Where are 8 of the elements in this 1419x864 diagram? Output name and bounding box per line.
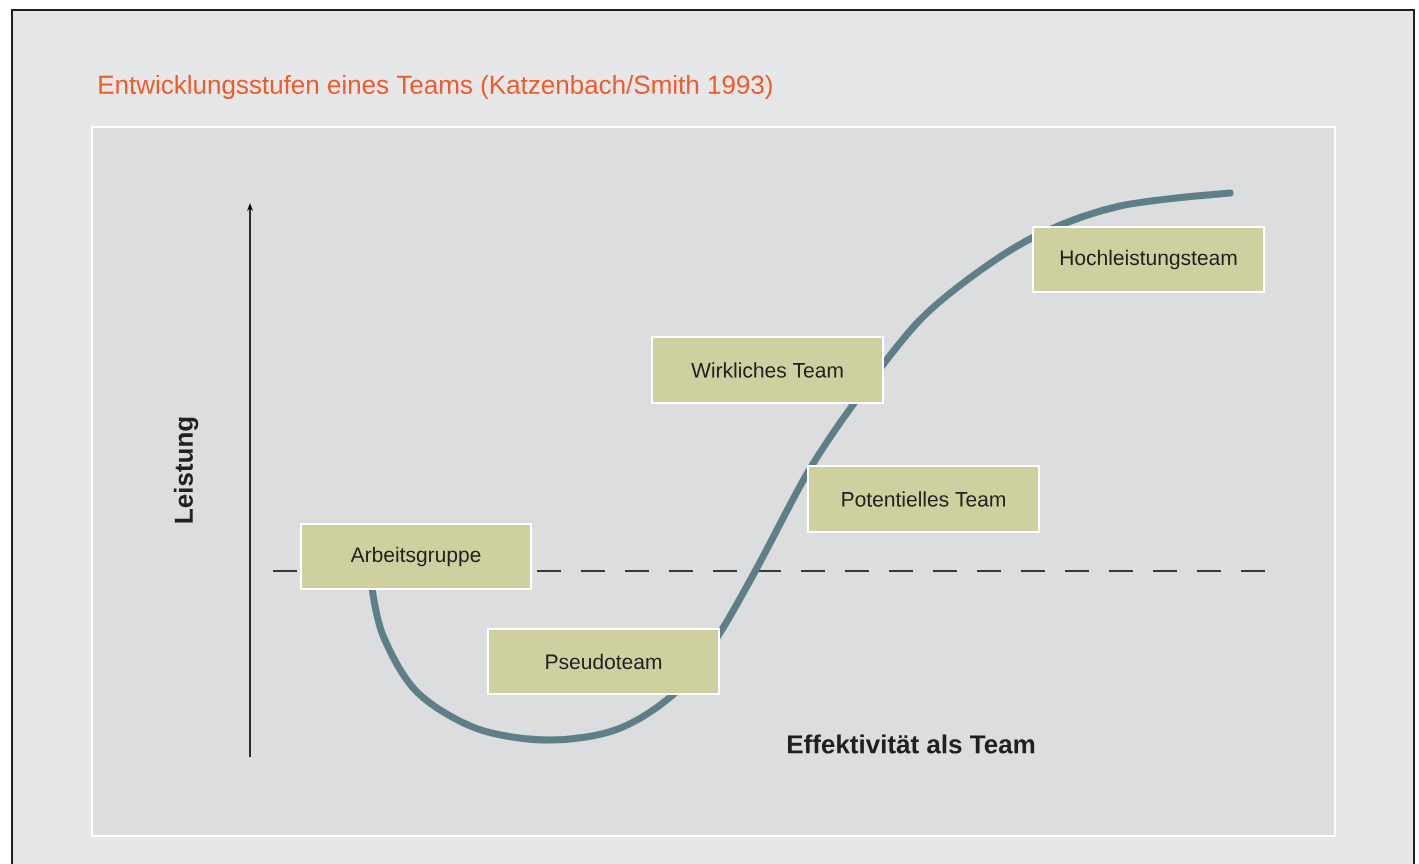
axis-label: Leistung <box>173 417 199 523</box>
stage-box: Hochleistungsteam <box>1032 226 1265 293</box>
axis-label: Effektivität als Team <box>788 734 1035 754</box>
stage-box: Pseudoteam <box>487 628 720 695</box>
stage-box: Arbeitsgruppe <box>300 523 532 590</box>
title: Entwicklungsstufen eines Teams (Katzenbach/Smith 1993) <box>99 74 772 100</box>
stage-box: Potentielles Team <box>807 465 1040 533</box>
stage-box: Wirkliches Team <box>651 336 884 404</box>
